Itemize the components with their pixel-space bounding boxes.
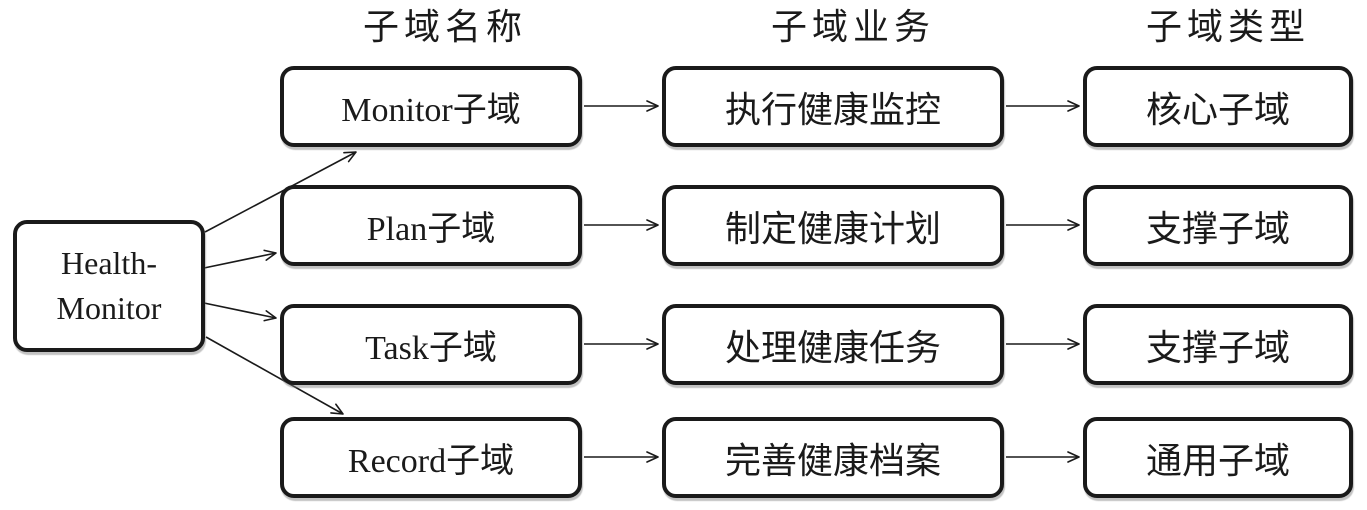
node-business-monitor-subdomain: 执行健康监控 [662, 66, 1004, 147]
node-type-monitor-subdomain: 核心子域 [1083, 66, 1353, 147]
node-name-record-subdomain: Record子域 [280, 417, 582, 498]
column-header-subdomain-business: 子域业务 [770, 7, 936, 47]
column-header-subdomain-type: 子域类型 [1145, 7, 1311, 47]
root-node-health-monitor: Health- Monitor [13, 220, 205, 352]
node-business-task-subdomain: 处理健康任务 [662, 304, 1004, 385]
node-type-record-subdomain: 通用子域 [1083, 417, 1353, 498]
node-name-task-subdomain: Task子域 [280, 304, 582, 385]
root-label-line2: Monitor [56, 290, 162, 326]
node-name-plan-subdomain: Plan子域 [280, 185, 582, 266]
root-label-line1: Health- [61, 245, 157, 281]
node-business-plan-subdomain: 制定健康计划 [662, 185, 1004, 266]
node-business-record-subdomain: 完善健康档案 [662, 417, 1004, 498]
node-name-monitor-subdomain: Monitor子域 [280, 66, 582, 147]
column-header-subdomain-name: 子域名称 [362, 7, 528, 47]
node-type-task-subdomain: 支撑子域 [1083, 304, 1353, 385]
arrow-root-to-plan [203, 249, 277, 269]
node-type-plan-subdomain: 支撑子域 [1083, 185, 1353, 266]
arrow-root-to-task [203, 302, 277, 322]
